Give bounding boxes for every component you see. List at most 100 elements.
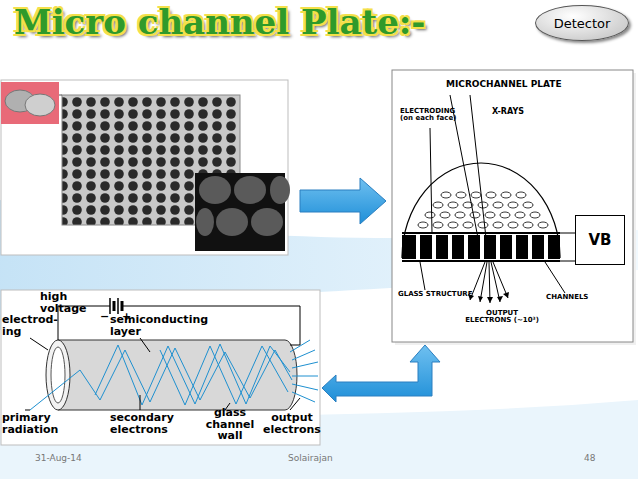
art-rect [1,80,288,255]
art-path [300,178,386,224]
art-line [109,298,111,314]
art-polygon [478,296,483,302]
art-rect [392,70,633,342]
art-rect [452,235,464,259]
art-ellipse [538,222,548,228]
art-line [25,410,30,411]
art-path [402,163,560,258]
art-path [322,345,440,402]
art-ellipse [51,347,65,403]
art-rect [420,235,432,259]
art-line [292,362,318,368]
part-label: primary radiation [2,412,62,435]
art-polygon [503,292,509,298]
art-polyline [95,344,290,405]
art-ellipse [485,212,495,218]
art-ellipse [25,94,55,116]
art-g [468,292,509,303]
art-ellipse [500,212,510,218]
art-ellipse [448,202,458,208]
art-ellipse [196,208,214,236]
art-ellipse [478,222,488,228]
art-ellipse [508,202,518,208]
node-text: Detector [554,16,611,31]
art-ellipse [216,208,248,236]
art-line [117,298,119,314]
art-ellipse [471,192,481,198]
art-g [402,235,560,259]
part-label: semiconducting layer [110,314,210,337]
node-text: VB [588,231,611,249]
art-rect [402,235,416,259]
art-polyline [30,348,292,410]
art-polyline [160,346,288,405]
art-line [480,262,487,302]
art-line [430,128,432,233]
art-polygon [487,297,493,303]
art-line [545,262,565,293]
art-line [290,340,310,352]
part-label: electrod- ing [2,314,50,337]
page-number: 48 [584,454,614,463]
art-ellipse [46,340,70,410]
art-ellipse [501,192,511,198]
art-line [292,350,315,360]
art-rect [500,235,512,259]
panel-heading: MICROCHANNEL PLATE [446,80,596,89]
art-g [30,340,318,410]
part-label: CHANNELS [546,294,606,301]
art-line [140,395,141,410]
art-line [402,260,560,262]
detector-oval: Detector [535,5,629,41]
art-rect [532,235,544,259]
art-line [59,95,62,96]
art-rect [468,235,480,259]
slide-title: Micro channel Plate:- [14,2,425,42]
art-line [113,301,116,311]
art-ellipse [199,176,231,204]
polarity-sign: − [100,311,110,323]
art-line [420,262,425,290]
art-ellipse [486,192,496,198]
art-line [140,338,150,352]
art-ellipse [440,212,450,218]
part-label: GLASS STRUCTURE [398,291,478,298]
art-ellipse [234,176,266,204]
art-line [292,392,315,402]
part-label: glass channel wall [200,407,260,442]
art-line [292,384,318,390]
art-g [25,338,300,410]
art-rect [1,82,59,124]
part-label: output electrons [262,412,322,435]
art-line [292,376,318,377]
voltage-box: VB [575,215,625,265]
art-line [493,262,508,298]
art-rect [548,235,560,259]
art-ellipse [463,222,473,228]
art-ellipse [516,192,526,198]
art-ellipse [455,212,465,218]
art-ellipse [493,202,503,208]
art-line [121,301,124,311]
art-ellipse [448,222,458,228]
art-line [290,398,300,410]
art-rect [516,235,528,259]
art-ellipse [508,222,518,228]
art-ellipse [530,212,540,218]
art-line [30,338,48,350]
art-ellipse [433,202,443,208]
art-ellipse [441,192,451,198]
part-label: ELECTRODING (on each face) [400,108,470,123]
art-line [402,232,560,234]
art-ellipse [425,212,435,218]
art-rect [436,235,448,259]
art-rect [484,235,496,259]
art-g [420,95,565,303]
footer-date: 31-Aug-14 [35,454,115,463]
art-ellipse [523,202,533,208]
art-polygon [497,296,503,302]
art-ellipse [493,222,503,228]
part-label: X-RAYS [492,108,552,116]
